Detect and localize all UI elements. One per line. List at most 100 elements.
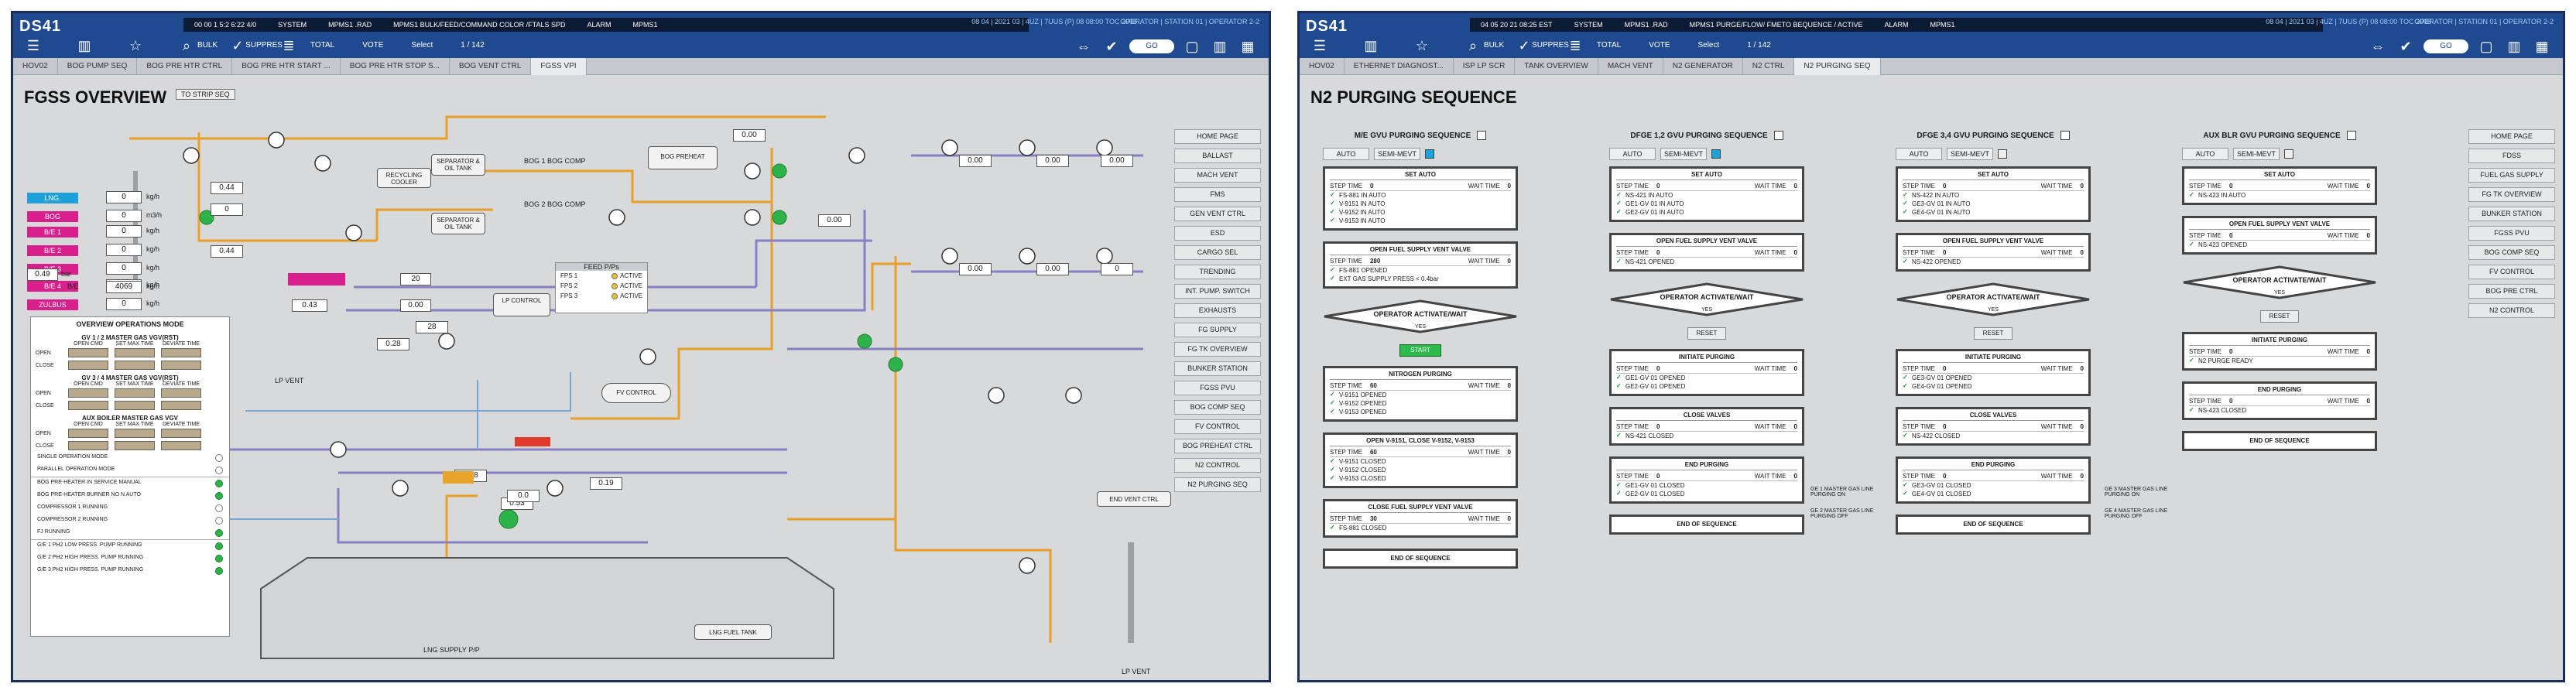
lp-control-box[interactable]: LP CONTROL: [493, 293, 550, 316]
tab-3[interactable]: TANK OVERVIEW: [1515, 58, 1598, 75]
ack-check-icon[interactable]: ✔: [1105, 38, 1118, 54]
fv-control[interactable]: FV CONTROL: [601, 383, 671, 403]
alarm-strip-item[interactable]: MPMS1: [632, 21, 658, 29]
alarm-strip-item[interactable]: 04 05 20 21 08:25 EST: [1481, 21, 1553, 29]
nav-button-3[interactable]: FG TK OVERVIEW: [2468, 187, 2555, 202]
nav-button-1[interactable]: BALLAST: [1174, 149, 1261, 163]
tab-5[interactable]: N2 GENERATOR: [1663, 58, 1743, 75]
semi-auto-button[interactable]: SEMI-MEVT: [2233, 148, 2280, 160]
nav-button-2[interactable]: MACH VENT: [1174, 168, 1261, 183]
go-button-right[interactable]: GO: [2424, 39, 2468, 53]
alarm-strip-item[interactable]: MPMS1: [1930, 21, 1955, 29]
ops-field[interactable]: [115, 361, 155, 370]
filter-item[interactable]: SUPPRES: [1532, 40, 1569, 50]
lng-fuel-tank-label[interactable]: LNG FUEL TANK: [694, 624, 772, 640]
tab-3[interactable]: BOG PRE HTR START ...: [232, 58, 341, 75]
tab-2[interactable]: ISP LP SCR: [1454, 58, 1516, 75]
ops-field[interactable]: [115, 348, 155, 357]
tab-6[interactable]: N2 CTRL: [1743, 58, 1795, 75]
layers-icon[interactable]: ≣: [1569, 37, 1581, 53]
nav-button-5[interactable]: ESD: [1174, 226, 1261, 241]
ops-field[interactable]: [68, 401, 108, 410]
nav-button-6[interactable]: BOG COMP SEQ: [2468, 245, 2555, 260]
nav-arrows-icon[interactable]: ⇔: [2371, 38, 2385, 54]
nav-button-0[interactable]: HOME PAGE: [1174, 129, 1261, 144]
nav-button-15[interactable]: FV CONTROL: [1174, 419, 1261, 434]
alarm-strip-item[interactable]: MPMS1 BULK/FEED/COMMAND COLOR /FTALS SPD: [393, 21, 566, 29]
auto-button[interactable]: AUTO: [1323, 148, 1369, 160]
window-single-icon[interactable]: ▢: [1185, 38, 1199, 54]
start-button[interactable]: RESET: [1974, 327, 2012, 340]
ops-field[interactable]: [161, 388, 201, 398]
alarm-strip-item[interactable]: ALARM: [587, 21, 611, 29]
star-icon[interactable]: ☆: [1415, 37, 1429, 53]
ack-check-icon[interactable]: ✔: [2400, 38, 2412, 54]
start-button[interactable]: RESET: [1687, 327, 1726, 340]
nav-button-11[interactable]: FG TK OVERVIEW: [1174, 342, 1261, 357]
nav-button-8[interactable]: BOG PRE CTRL: [2468, 284, 2555, 299]
chart-icon[interactable]: ▥: [1364, 37, 1378, 53]
nav-button-7[interactable]: TRENDING: [1174, 265, 1261, 279]
tab-2[interactable]: BOG PRE HTR CTRL: [137, 58, 233, 75]
window-split-icon[interactable]: ▥: [2507, 38, 2521, 54]
alarm-strip-item[interactable]: ALARM: [1884, 21, 1909, 29]
start-button[interactable]: START: [1399, 344, 1441, 357]
ops-field[interactable]: [68, 441, 108, 450]
tab-1[interactable]: BOG PUMP SEQ: [58, 58, 138, 75]
nav-button-5[interactable]: FGSS PVU: [2468, 226, 2555, 241]
search-icon[interactable]: ⌕: [182, 37, 191, 53]
recycling-cooler[interactable]: RECYCLING COOLER: [377, 168, 431, 188]
alarm-strip-item[interactable]: MPMS1 .RAD: [1624, 21, 1668, 29]
window-single-icon[interactable]: ▢: [2479, 38, 2493, 54]
ops-field[interactable]: [115, 388, 155, 398]
alarm-strip-item[interactable]: SYSTEM: [278, 21, 307, 29]
menu-icon[interactable]: ☰: [1313, 37, 1327, 53]
alarm-strip-item[interactable]: 00 00 1 5:2 6:22 4/0: [194, 21, 257, 29]
search-icon[interactable]: ⌕: [1468, 37, 1478, 53]
filter-item[interactable]: Select: [1697, 40, 1720, 50]
nav-button-1[interactable]: FDSS: [2468, 149, 2555, 163]
filter-item[interactable]: VOTE: [362, 40, 384, 50]
chart-icon[interactable]: ▥: [77, 37, 91, 53]
nav-button-18[interactable]: N2 PURGING SEQ: [1174, 477, 1261, 492]
semi-auto-button[interactable]: SEMI-MEVT: [1947, 148, 1993, 160]
nav-button-8[interactable]: INT. PUMP. SWITCH: [1174, 284, 1261, 299]
check-icon[interactable]: ✓: [231, 37, 244, 53]
auto-button[interactable]: AUTO: [1896, 148, 1942, 160]
filter-item[interactable]: SUPPRES: [245, 40, 283, 50]
filter-item[interactable]: VOTE: [1649, 40, 1670, 50]
tab-1[interactable]: ETHERNET DIAGNOST...: [1345, 58, 1454, 75]
ops-field[interactable]: [161, 429, 201, 438]
ops-field[interactable]: [68, 348, 108, 357]
nav-button-7[interactable]: FV CONTROL: [2468, 265, 2555, 279]
sequence-enable-checkbox[interactable]: [1477, 131, 1487, 141]
separator-oil-tank-1[interactable]: SEPARATOR & OIL TANK: [431, 154, 485, 176]
nav-button-9[interactable]: N2 CONTROL: [2468, 303, 2555, 318]
window-grid-icon[interactable]: ▦: [2535, 38, 2549, 54]
ops-field[interactable]: [68, 388, 108, 398]
nav-button-3[interactable]: FMS: [1174, 187, 1261, 202]
end-vent-ctrl-button[interactable]: END VENT CTRL: [1097, 491, 1171, 507]
nav-button-16[interactable]: BOG PREHEAT CTRL: [1174, 439, 1261, 453]
ops-field[interactable]: [115, 401, 155, 410]
go-button[interactable]: GO: [1129, 39, 1174, 53]
filter-item[interactable]: BULK: [1484, 40, 1505, 50]
